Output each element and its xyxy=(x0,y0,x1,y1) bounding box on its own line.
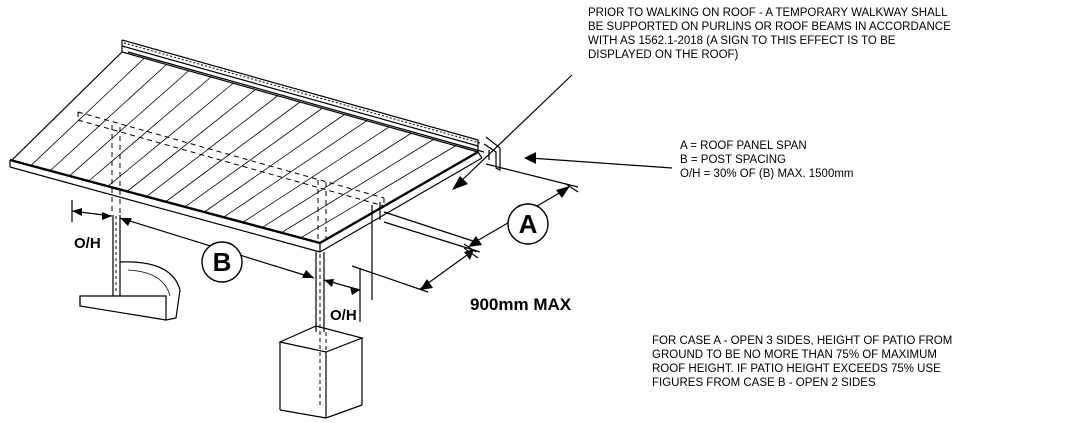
case-note-line-4: FIGURES FROM CASE B - OPEN 2 SIDES xyxy=(652,377,876,389)
walkway-leader-arrow xyxy=(452,74,573,190)
roof-rib xyxy=(146,95,278,197)
left-footing xyxy=(79,261,181,321)
case-note-line-1: FOR CASE A - OPEN 3 SIDES, HEIGHT OF PAT… xyxy=(652,335,952,347)
dimension-b-circle xyxy=(201,241,243,283)
max-dimension-label: 900mm MAX xyxy=(470,295,572,314)
roof-rib xyxy=(223,120,367,218)
right-footing xyxy=(278,325,364,419)
dimension-a-label: A xyxy=(519,209,538,239)
roof-rib xyxy=(127,89,256,192)
roof-ribs xyxy=(30,57,456,239)
hidden-beams xyxy=(77,111,385,240)
dimension-a-circle xyxy=(507,203,549,245)
roof-rib xyxy=(107,82,234,187)
legend-note: A = ROOF PANEL SPAN B = POST SPACING O/H… xyxy=(680,140,854,180)
case-note-line-3: ROOF HEIGHT. IF PATIO HEIGHT EXCEEDS 75%… xyxy=(652,363,941,375)
roof-rib xyxy=(88,76,212,182)
roof-rib xyxy=(300,145,456,239)
left-post xyxy=(112,215,121,296)
legend-line-2: B = POST SPACING xyxy=(680,154,786,166)
legend-line-1: A = ROOF PANEL SPAN xyxy=(680,140,807,152)
right-corner-post xyxy=(371,202,381,300)
roof-rib xyxy=(30,57,145,166)
roof-rib xyxy=(242,126,390,223)
roof-rib xyxy=(69,70,190,176)
roof-rib xyxy=(185,107,323,208)
back-gutter xyxy=(121,39,501,171)
walkway-note-line-1: PRIOR TO WALKING ON ROOF - A TEMPORARY W… xyxy=(588,7,948,19)
overhang-left-label: O/H xyxy=(74,235,101,252)
walkway-note-line-2: BE SUPPORTED ON PURLINS OR ROOF BEAMS IN… xyxy=(588,21,951,33)
legend-leader-arrow xyxy=(524,152,673,169)
overhang-left: O/H xyxy=(71,200,113,252)
dimension-b-label: B xyxy=(213,247,232,277)
roof-rib xyxy=(165,101,301,202)
overhang-right: O/H xyxy=(323,268,361,324)
legend-line-3: O/H = 30% OF (B) MAX. 1500mm xyxy=(680,168,854,180)
roof-rib xyxy=(204,114,345,213)
roof-rib xyxy=(50,64,167,171)
case-note-line-2: GROUND TO BE NO MORE THAN 75% OF MAXIMUM xyxy=(652,349,937,361)
roof-rib xyxy=(262,132,412,228)
case-note: FOR CASE A - OPEN 3 SIDES, HEIGHT OF PAT… xyxy=(652,335,952,389)
dimension-a: A xyxy=(383,163,579,253)
overhang-right-label: O/H xyxy=(330,307,357,324)
walkway-note: PRIOR TO WALKING ON ROOF - A TEMPORARY W… xyxy=(588,7,951,61)
walkway-note-line-4: DISPLAYED ON THE ROOF) xyxy=(588,49,739,61)
dimension-900-max: 900mm MAX xyxy=(351,221,572,314)
walkway-note-line-3: WITH AS 1562.1-2018 (A SIGN TO THIS EFFE… xyxy=(588,35,896,47)
roof-rib xyxy=(281,139,434,233)
dimension-b: B xyxy=(119,217,315,283)
roof-panel xyxy=(9,51,483,253)
